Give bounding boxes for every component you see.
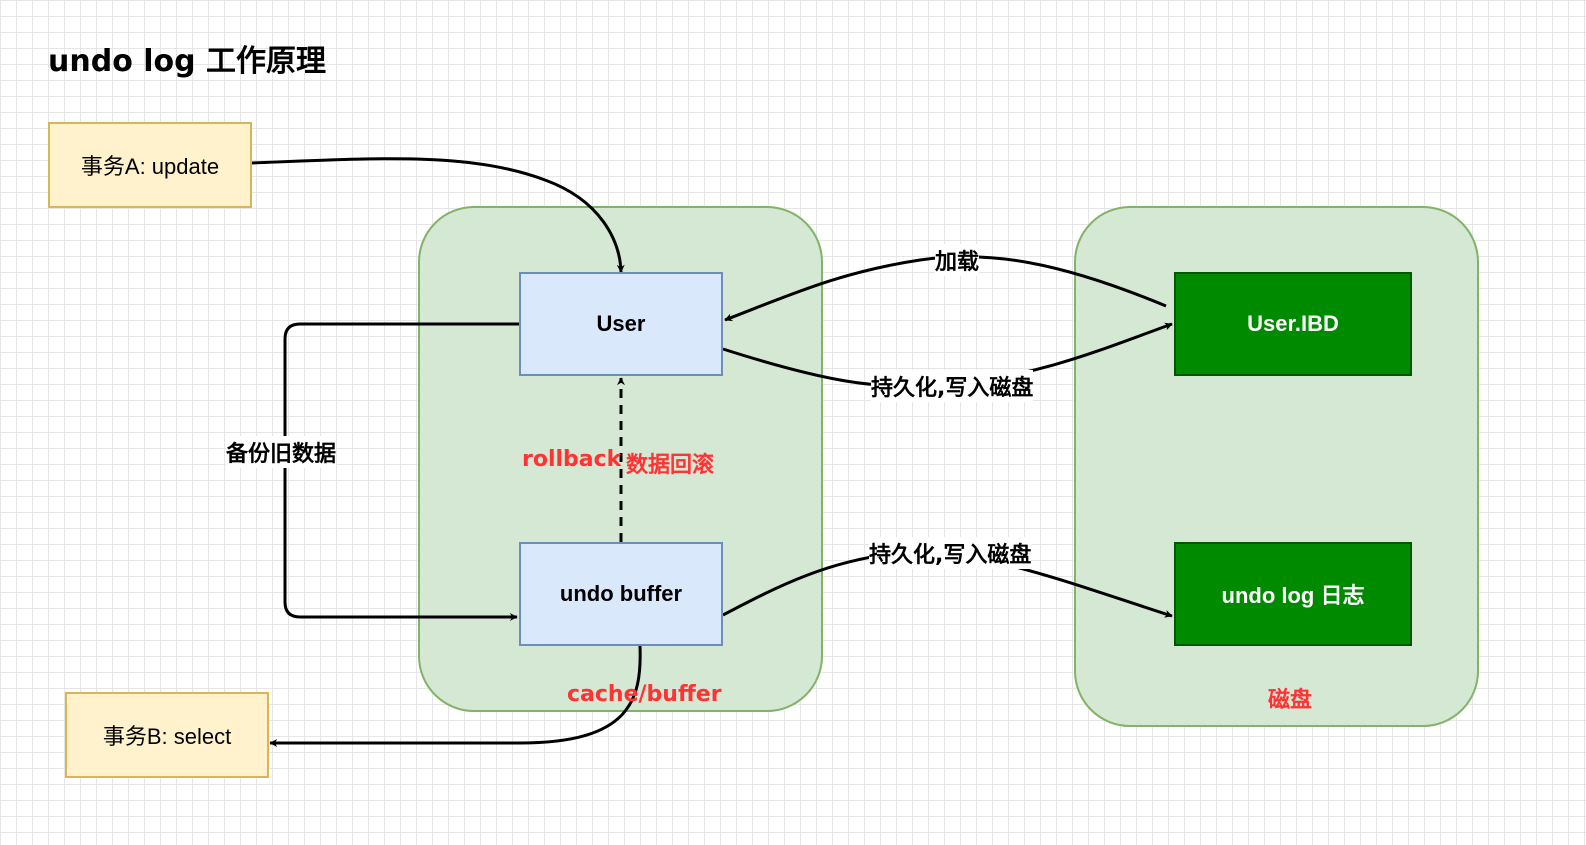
edge-label-backup: 备份旧数据 bbox=[226, 436, 337, 468]
container-label-cache: cache/buffer bbox=[567, 682, 722, 707]
edge-backup-old-data bbox=[283, 322, 519, 621]
edge-label-rollback: rollback bbox=[522, 447, 622, 472]
diagram-title: undo log 工作原理 bbox=[48, 44, 327, 79]
edge-undo-buffer-to-tx-b bbox=[269, 645, 642, 747]
user-node: User bbox=[519, 272, 723, 376]
edge-label-load: 加载 bbox=[935, 244, 980, 276]
container-label-disk: 磁盘 bbox=[1268, 688, 1313, 713]
edge-label-persist-user: 持久化,写入磁盘 bbox=[871, 370, 1034, 402]
edge-load bbox=[724, 255, 1167, 322]
transaction-b-node: 事务B: select bbox=[65, 692, 269, 778]
undo-log-node: undo log 日志 bbox=[1174, 542, 1412, 646]
edge-label-persist-undo: 持久化,写入磁盘 bbox=[869, 537, 1032, 569]
edge-label-rollback-cn: 数据回滚 bbox=[626, 453, 715, 478]
undo-buffer-node: undo buffer bbox=[519, 542, 723, 646]
edge-tx-a-to-user bbox=[251, 157, 625, 273]
user-ibd-node: User.IBD bbox=[1174, 272, 1412, 376]
transaction-a-node: 事务A: update bbox=[48, 122, 252, 208]
